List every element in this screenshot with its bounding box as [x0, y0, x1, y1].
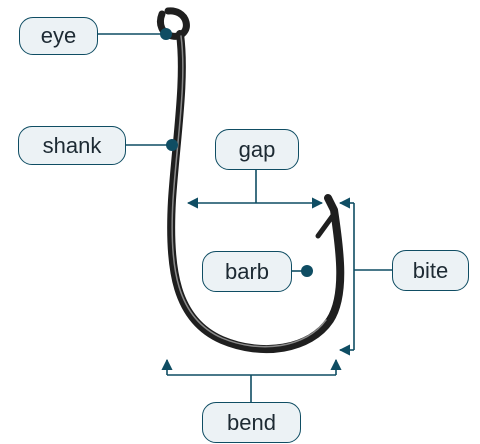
eye-label: eye: [19, 17, 98, 55]
barb-pointer-dot: [301, 265, 313, 277]
shank-label: shank: [18, 126, 126, 165]
bite-label: bite: [392, 250, 469, 291]
bend-label: bend: [202, 402, 301, 443]
shank-pointer-dot: [166, 139, 178, 151]
barb-label: barb: [202, 251, 292, 292]
eye-pointer-dot: [160, 28, 172, 40]
gap-label: gap: [215, 129, 299, 170]
hook-icon: [156, 7, 345, 354]
